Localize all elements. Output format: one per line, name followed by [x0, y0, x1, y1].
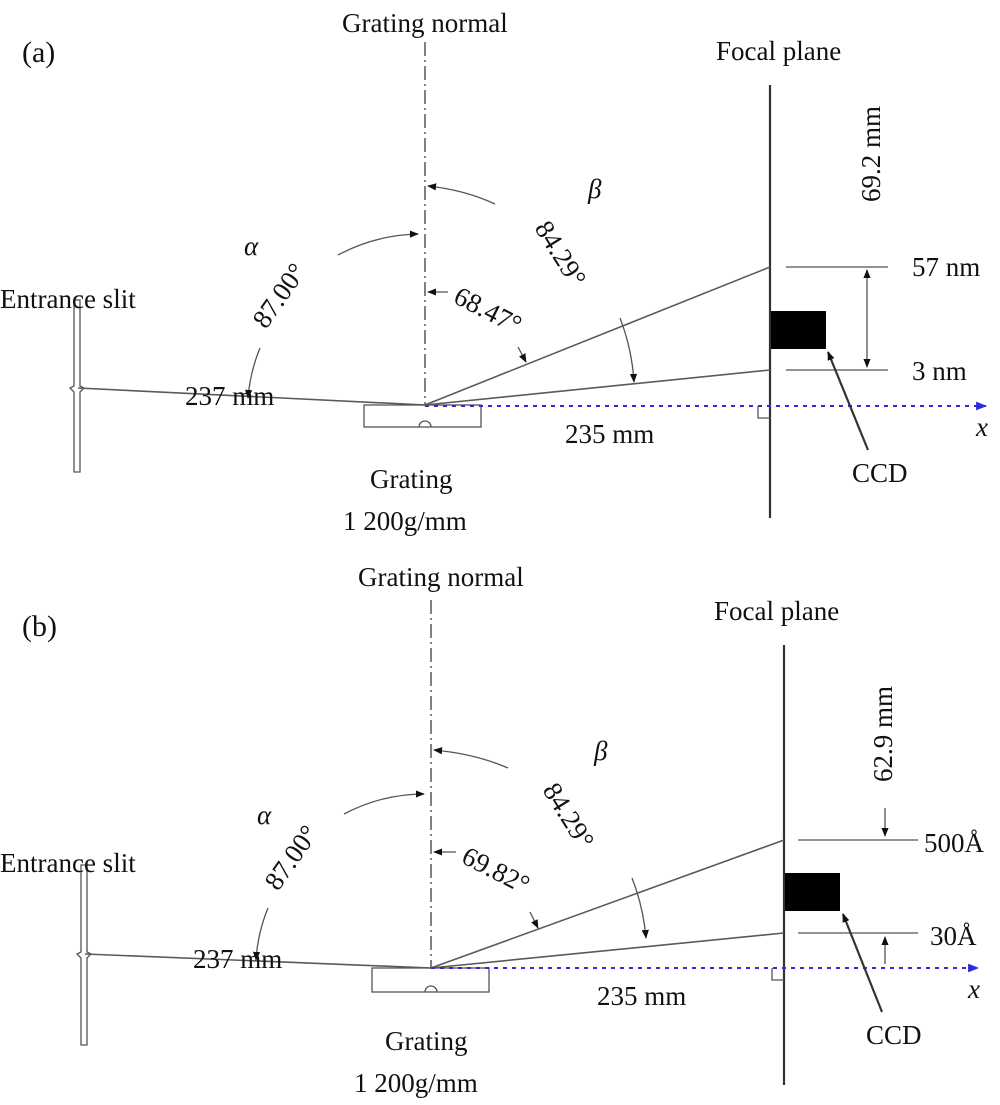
ray-upper [430, 839, 785, 969]
ccd-pointer [841, 913, 884, 1013]
alpha-upper-arc [343, 790, 425, 815]
inner-angle-label: 68.47° [449, 281, 526, 340]
entrance-distance-label: 237 mm [185, 381, 274, 411]
panel-a: (a) Grating normal Focal plane Entrance … [0, 8, 988, 536]
ray-lower [430, 932, 785, 969]
ccd-detector [771, 311, 826, 349]
ccd-label: CCD [852, 458, 908, 488]
entrance-distance-label: 237 mm [193, 944, 282, 974]
grating-label: Grating [370, 464, 452, 494]
inner-angle-label: 69.82° [457, 841, 534, 900]
beta-angle-label: 84.29° [537, 777, 600, 854]
beta-symbol: β [587, 174, 602, 204]
grating-shape [363, 404, 482, 428]
beta-upper-arc [433, 747, 509, 769]
upper-wavelength-label: 57 nm [912, 252, 980, 282]
grating-density-label: 1 200g/mm [343, 506, 467, 536]
alpha-angle-label: 87.00° [258, 820, 324, 896]
grating-pivot [424, 985, 438, 993]
focal-span-label: 69.2 mm [856, 106, 886, 202]
panel-label: (b) [22, 610, 57, 643]
ccd-pointer [826, 351, 870, 451]
beta-lower-arc [619, 317, 638, 383]
grating-normal-label: Grating normal [342, 8, 508, 38]
grating-pivot [418, 420, 432, 428]
inner-angle-tick [517, 346, 527, 363]
panel-label: (a) [22, 36, 55, 69]
focal-distance-label: 235 mm [597, 981, 686, 1011]
ccd-label: CCD [866, 1020, 922, 1050]
entrance-slit-label: Entrance slit [0, 284, 136, 314]
alpha-symbol: α [257, 800, 272, 830]
right-angle-mark [771, 968, 784, 981]
ray-upper [424, 266, 771, 406]
beta-lower-arc [631, 877, 649, 939]
focal-distance-label: 235 mm [565, 419, 654, 449]
inner-angle-tick [529, 911, 539, 929]
alpha-lower-arc [252, 907, 269, 961]
grating-density-label: 1 200g/mm [354, 1068, 478, 1098]
focal-plane-label: Focal plane [716, 36, 841, 66]
grating-label: Grating [385, 1026, 467, 1056]
entrance-slit-label: Entrance slit [0, 848, 136, 878]
x-axis-label: x [967, 974, 980, 1004]
focal-span-label: 62.9 mm [868, 686, 898, 782]
x-axis-label: x [975, 412, 988, 442]
alpha-symbol: α [244, 231, 259, 261]
lower-wavelength-label: 30Å [930, 921, 977, 951]
ray-lower [424, 369, 771, 406]
focal-plane-label: Focal plane [714, 596, 839, 626]
grating-shape [371, 967, 490, 993]
panel-b: (b) Grating normal Focal plane Entrance … [0, 562, 985, 1098]
incident-ray [84, 953, 432, 969]
entrance-slit-shape [68, 299, 86, 473]
beta-symbol: β [593, 736, 608, 766]
right-angle-mark [757, 406, 770, 419]
ccd-detector [785, 873, 840, 911]
beta-angle-label: 84.29° [529, 215, 592, 292]
alpha-lower-arc [245, 347, 261, 399]
alpha-upper-arc [337, 230, 419, 256]
upper-wavelength-label: 500Å [924, 828, 985, 858]
grating-normal-label: Grating normal [358, 562, 524, 592]
lower-wavelength-label: 3 nm [912, 356, 967, 386]
beta-upper-arc [427, 183, 496, 205]
entrance-slit-shape [75, 864, 93, 1046]
alpha-angle-label: 87.00° [246, 258, 312, 334]
